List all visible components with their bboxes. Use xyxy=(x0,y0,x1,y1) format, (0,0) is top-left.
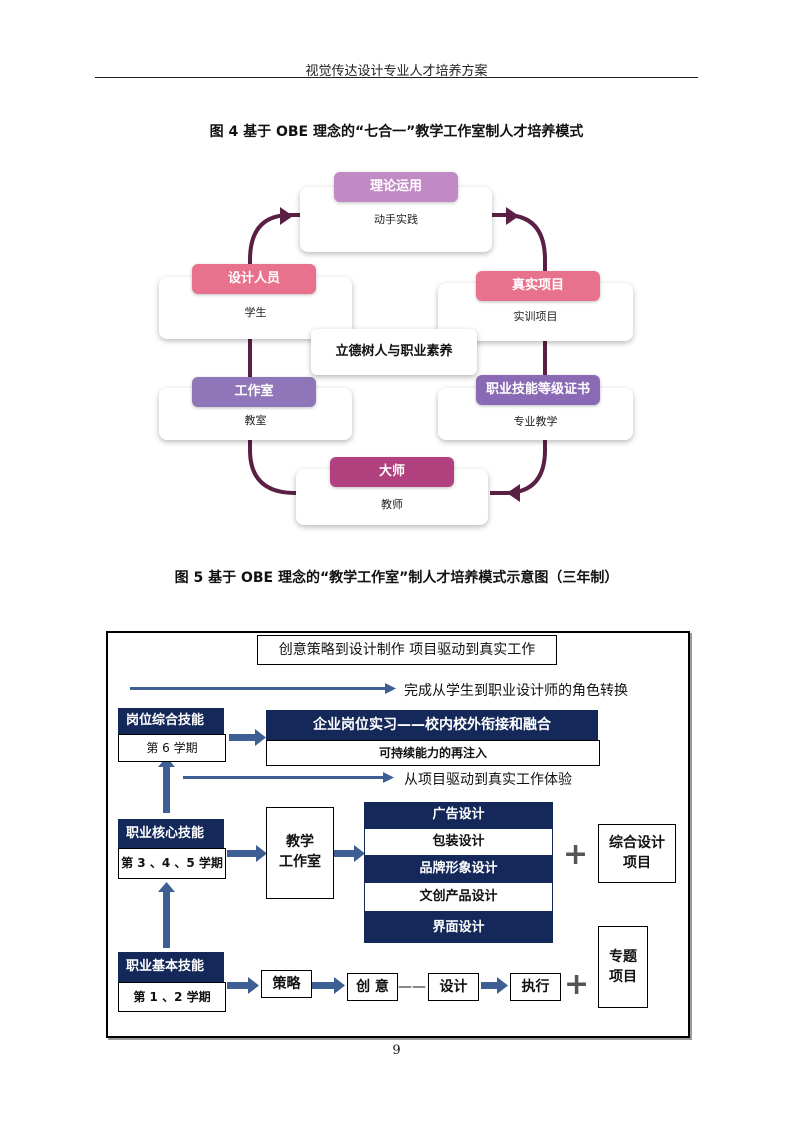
cycle-arrowhead xyxy=(507,484,520,502)
cycle-arrowhead xyxy=(506,207,519,225)
arrow-label-role-transition: 完成从学生到职业设计师的角色转换 xyxy=(404,683,628,699)
stage-core-skills: 职业核心技能 xyxy=(118,819,224,848)
teaching-studio-box: 教学 工作室 xyxy=(266,807,334,899)
stage-basic-skills: 职业基本技能 xyxy=(118,952,224,982)
sub-teacher: 教师 xyxy=(381,498,403,511)
special-project-box: 专题 项目 xyxy=(598,926,648,1008)
page-number: 9 xyxy=(392,1043,401,1058)
stage-term-3-5: 第 3 、4 、5 学期 xyxy=(118,848,226,879)
sub-hands-on: 动手实践 xyxy=(374,213,418,226)
header-rule xyxy=(95,77,698,78)
studio-label: 教学 工作室 xyxy=(279,834,321,870)
flow-strategy: 策略 xyxy=(261,970,312,998)
tag-vocational-certificate: 职业技能等级证书 xyxy=(476,375,600,405)
flow-execute: 执行 xyxy=(510,973,561,1001)
stage-term-1-2: 第 1 、2 学期 xyxy=(118,982,226,1012)
tag-master: 大师 xyxy=(330,457,454,487)
sub-training-project: 实训项目 xyxy=(513,310,558,323)
comprehensive-project-box: 综合设计 项目 xyxy=(598,824,676,883)
running-header: 视觉传达设计专业人才培养方案 xyxy=(305,64,488,79)
sub-student: 学生 xyxy=(244,306,267,319)
stage-comprehensive-skills: 岗位综合技能 xyxy=(118,708,224,734)
dash-connector: —— xyxy=(398,979,426,995)
figure5-caption: 图 5 基于 OBE 理念的“教学工作室”制人才培养模式示意图（三年制） xyxy=(174,570,619,586)
stage-term-6: 第 6 学期 xyxy=(118,734,226,762)
tag-real-project: 真实项目 xyxy=(476,271,600,301)
flow-design: 设计 xyxy=(428,973,479,1001)
internship-title: 企业岗位实习——校内校外衔接和融合 xyxy=(266,710,598,740)
cycle-ring xyxy=(248,213,300,495)
course-advertising: 广告设计 xyxy=(364,802,553,828)
flow-creative: 创 意 xyxy=(347,973,398,1001)
figure5-title-box: 创意策略到设计制作 项目驱动到真实工作 xyxy=(257,635,557,665)
tag-designer: 设计人员 xyxy=(192,264,316,294)
internship-sub: 可持续能力的再注入 xyxy=(266,740,600,766)
course-brand-image: 品牌形象设计 xyxy=(364,856,553,882)
course-cultural-product: 文创产品设计 xyxy=(364,882,553,912)
cycle-arrowhead xyxy=(280,207,293,225)
tag-studio: 工作室 xyxy=(192,377,316,407)
course-packaging: 包装设计 xyxy=(364,828,553,856)
center-core-value: 立德树人与职业素养 xyxy=(311,329,477,375)
sub-professional-teaching: 专业教学 xyxy=(513,415,558,428)
plus-sign-flow: + xyxy=(564,967,590,1002)
plus-sign-courses: + xyxy=(563,837,589,872)
arrow-label-real-work: 从项目驱动到真实工作体验 xyxy=(404,772,572,788)
special-project-label: 专题 项目 xyxy=(609,949,637,985)
sub-classroom: 教室 xyxy=(244,414,267,427)
figure5-frame xyxy=(106,631,690,1038)
figure4-caption: 图 4 基于 OBE 理念的“七合一”教学工作室制人才培养模式 xyxy=(209,124,584,140)
comprehensive-project-label: 综合设计 项目 xyxy=(609,835,665,871)
tag-theory-application: 理论运用 xyxy=(334,172,458,202)
course-interface: 界面设计 xyxy=(364,912,553,943)
